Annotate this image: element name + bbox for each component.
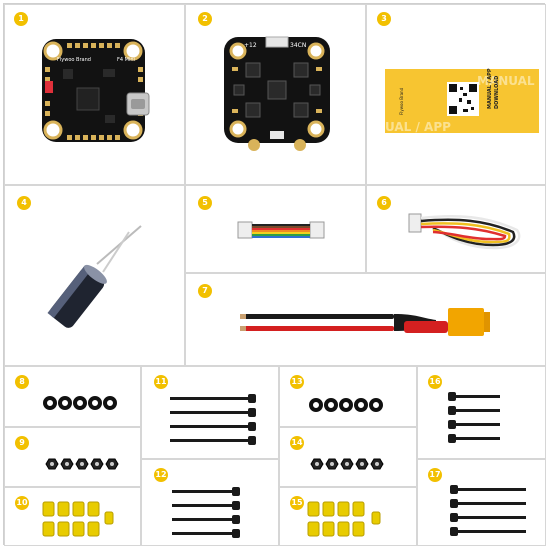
item-3-cell: 3 MANUAL UAL / APP MANUAL / APP DOWNLOAD… — [366, 4, 546, 185]
item-1-cell: 1 — [4, 4, 185, 185]
item-14-cell: 14 — [279, 427, 417, 487]
card-bg-text-top: MANUAL — [477, 74, 535, 88]
item-7-cell: 7 — [185, 273, 546, 366]
board-model-label: F4 Mini — [117, 57, 135, 63]
board-brand-label: Flywoo Brand — [57, 57, 91, 63]
power-cable-xt60 — [240, 308, 490, 336]
item-number-badge: 3 — [377, 12, 391, 26]
item-17-cell: 17 — [417, 459, 546, 546]
item-2-cell: 2 +12 34CN — [185, 4, 366, 185]
item-number-badge: 14 — [290, 436, 304, 450]
item-number-badge: 6 — [377, 196, 391, 210]
item-12-cell: 12 — [141, 459, 279, 546]
item-9-cell: 9 — [4, 427, 141, 487]
capacitor — [47, 225, 142, 328]
item-11-cell: 11 — [141, 366, 279, 459]
item-number-badge: 16 — [428, 375, 442, 389]
yellow-grommets — [42, 501, 114, 537]
item-number-badge: 11 — [154, 375, 168, 389]
item-number-badge: 4 — [17, 196, 31, 210]
esc-left-label: +12 — [244, 42, 257, 49]
item-8-cell: 8 — [4, 366, 141, 427]
esc-board: +12 34CN — [224, 36, 330, 151]
hex-nuts — [45, 458, 119, 470]
manual-card: MANUAL UAL / APP MANUAL / APP DOWNLOAD F… — [385, 68, 539, 134]
accessory-grid: 1 — [3, 3, 546, 546]
short-screws — [172, 487, 240, 538]
item-number-badge: 7 — [198, 284, 212, 298]
rainbow-connector-cable — [237, 221, 325, 239]
long-screws — [450, 485, 526, 536]
hex-nuts — [310, 458, 384, 470]
item-number-badge: 17 — [428, 468, 442, 482]
item-number-badge: 5 — [198, 196, 212, 210]
item-6-cell: 6 — [366, 185, 546, 273]
item-16-cell: 16 — [417, 366, 546, 459]
item-number-badge: 8 — [15, 375, 29, 389]
item-number-badge: 15 — [290, 496, 304, 510]
card-bg-text-bottom: UAL / APP — [385, 120, 451, 134]
yellow-grommets — [307, 501, 381, 537]
item-5-cell: 5 — [185, 185, 366, 273]
item-number-badge: 10 — [15, 496, 29, 510]
item-number-badge: 13 — [290, 375, 304, 389]
card-title: MANUAL / APP — [487, 68, 493, 109]
item-4-cell: 4 — [4, 185, 185, 366]
short-screws — [448, 392, 500, 443]
item-number-badge: 1 — [14, 12, 28, 26]
four-wire-cable — [408, 213, 521, 250]
flight-controller-board: Flywoo Brand F4 Mini — [42, 39, 150, 142]
rubber-washers — [43, 396, 117, 410]
item-number-badge: 9 — [15, 436, 29, 450]
item-number-badge: 12 — [154, 468, 168, 482]
rubber-washers — [309, 398, 383, 412]
item-13-cell: 13 — [279, 366, 417, 427]
item-number-badge: 2 — [198, 12, 212, 26]
card-brand: Flywoo Brand — [399, 87, 404, 115]
esc-right-label: 34CN — [290, 42, 306, 49]
card-subtitle: DOWNLOAD — [494, 76, 500, 109]
item-10-cell: 10 — [4, 487, 141, 546]
long-screws — [170, 394, 256, 445]
item-15-cell: 15 — [279, 487, 417, 546]
